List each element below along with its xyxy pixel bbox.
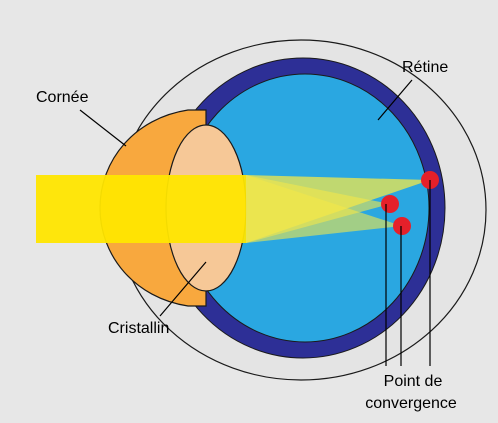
label-retine: Rétine	[402, 59, 449, 76]
label-cristallin: Cristallin	[108, 320, 170, 337]
leader-cornee	[79, 109, 127, 147]
leader-retine	[377, 79, 413, 121]
focus-point-upper	[381, 195, 399, 213]
incoming-light-beam	[36, 175, 246, 243]
focus-point-lower	[393, 217, 411, 235]
converging-rays	[246, 175, 430, 243]
label-cornee: Cornée	[36, 89, 89, 106]
label-point-de: Point de	[383, 373, 443, 390]
ray-to-lower-point	[246, 175, 402, 243]
leader-cristallin	[159, 261, 207, 317]
label-convergence: convergence	[365, 395, 457, 412]
